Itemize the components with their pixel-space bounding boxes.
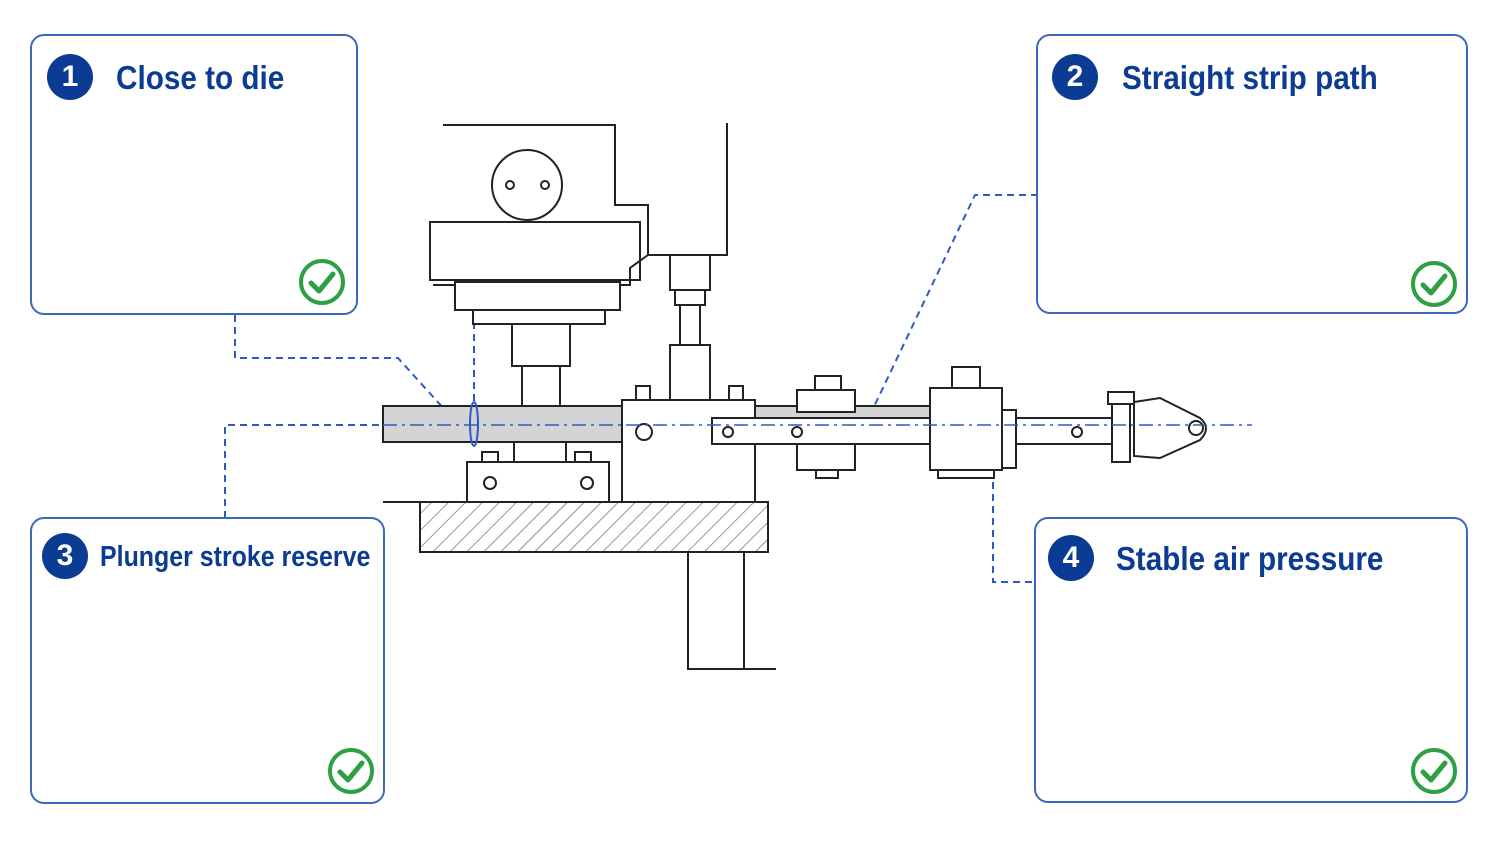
leader-line-3 bbox=[224, 424, 380, 518]
callout-card-2: 2 Straight strip path bbox=[1036, 34, 1468, 314]
check-circle-icon bbox=[328, 748, 374, 794]
callout-title-4: Stable air pressure bbox=[1116, 540, 1384, 577]
check-circle-icon bbox=[1411, 261, 1457, 307]
press-flywheel bbox=[491, 149, 563, 221]
leader-line-1 bbox=[234, 315, 446, 411]
clevis bbox=[1133, 396, 1207, 460]
press-upper-body bbox=[443, 123, 728, 256]
check-circle-icon bbox=[299, 259, 345, 305]
callout-title-2: Straight strip path bbox=[1122, 59, 1378, 96]
leader-line-2 bbox=[869, 194, 1038, 416]
press-frame bbox=[429, 123, 728, 407]
callout-card-4: 4 Stable air pressure bbox=[1034, 517, 1468, 803]
callout-title-1: Close to die bbox=[116, 59, 285, 96]
plunger-housing bbox=[669, 254, 711, 291]
piston-rod bbox=[1015, 417, 1113, 445]
check-circle-icon bbox=[1411, 748, 1457, 794]
callout-title-3: Plunger stroke reserve bbox=[100, 541, 371, 573]
feeder-assembly bbox=[621, 366, 1207, 503]
callout-number-3: 3 bbox=[42, 533, 88, 579]
press-leg bbox=[687, 551, 745, 670]
ram bbox=[511, 323, 571, 367]
callout-number-4: 4 bbox=[1048, 535, 1094, 581]
feeder-rail bbox=[711, 417, 933, 445]
press-head bbox=[429, 221, 641, 281]
punch bbox=[521, 365, 561, 407]
slide-block bbox=[454, 281, 621, 311]
leader-line-4 bbox=[992, 470, 1034, 583]
feeder-body bbox=[621, 399, 756, 503]
callout-number-1: 1 bbox=[47, 54, 93, 100]
callout-card-3: 3 Plunger stroke reserve bbox=[30, 517, 385, 804]
air-cylinder bbox=[929, 387, 1003, 471]
callout-card-1: 1 Close to die bbox=[30, 34, 358, 315]
callout-number-2: 2 bbox=[1052, 54, 1098, 100]
bolster-hatched bbox=[419, 501, 769, 553]
